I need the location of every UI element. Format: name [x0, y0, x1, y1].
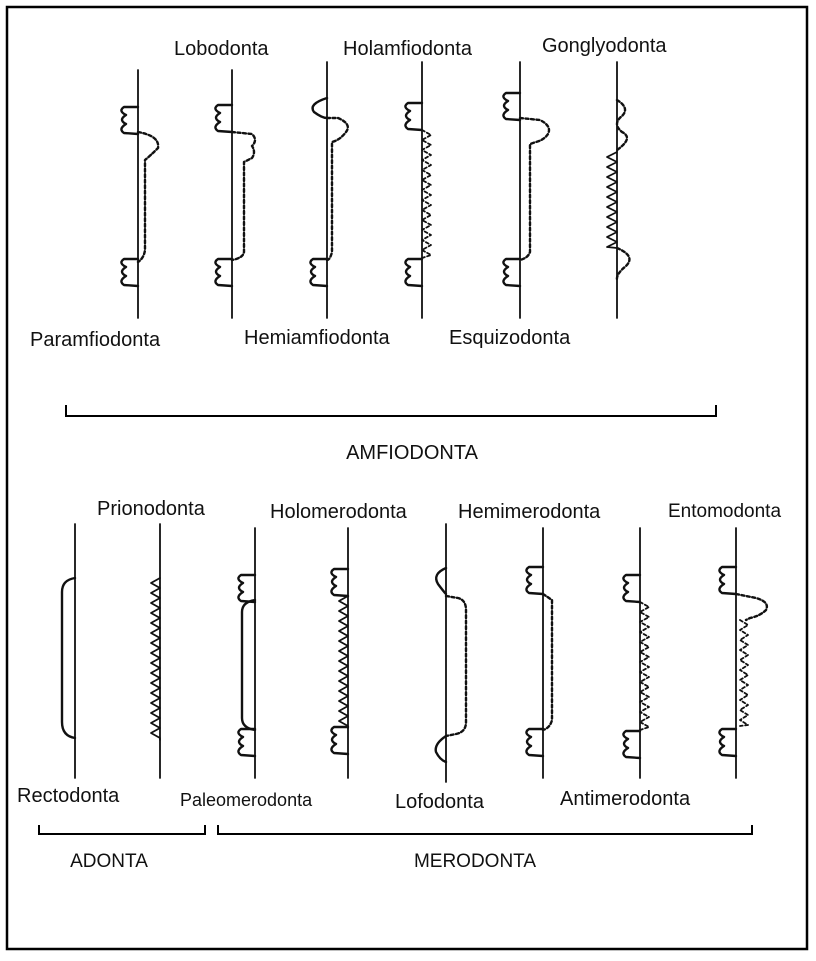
- profile-lobodonta-posterior-teeth: [215, 259, 232, 286]
- lower-profiles: [62, 524, 767, 782]
- profile-gonglyodonta-anterior: [617, 100, 627, 150]
- label-holomerodonta: Holomerodonta: [270, 501, 408, 523]
- profile-holamfiodonta-lateral: [327, 118, 348, 260]
- group-label-amfiodonta: AMFIODONTA: [346, 442, 479, 464]
- profile-gonglyodonta-posterior: [617, 248, 630, 280]
- profile-paleomerodonta-lateral: [242, 600, 255, 730]
- label-hemimerodonta: Hemimerodonta: [458, 501, 601, 523]
- profile-paramfiodonta-lateral: [138, 132, 158, 262]
- label-lobodonta: Lobodonta: [174, 38, 269, 60]
- profile-antimerodonta-lateral: [640, 602, 649, 730]
- label-paleomerodonta: Paleomerodonta: [180, 790, 313, 810]
- profile-hemimerodonta-posterior-teeth: [526, 729, 543, 756]
- label-lofodonta: Lofodonta: [395, 791, 485, 813]
- profile-holamfiodonta-posterior-teeth: [310, 259, 327, 286]
- profile-lofodonta-posterior: [436, 736, 446, 762]
- merodonta-bracket: [218, 825, 752, 834]
- profile-paramfiodonta-posterior-teeth: [121, 259, 138, 286]
- profile-hemimerodonta-lateral: [543, 594, 552, 730]
- label-antimerodonta: Antimerodonta: [560, 788, 691, 810]
- profile-lobodonta-anterior-teeth: [215, 105, 232, 132]
- profile-antimerodonta-posterior-teeth: [623, 731, 640, 758]
- profile-entomodonta-posterior-teeth: [719, 729, 736, 756]
- profile-entomodonta-lateral: [740, 620, 748, 726]
- profile-hemiamfiodonta-anterior-teeth: [405, 103, 422, 130]
- profile-hemiamfiodonta-posterior-teeth: [405, 259, 422, 286]
- label-gonglyodonta: Gonglyodonta: [542, 35, 667, 57]
- profile-antimerodonta-anterior-teeth: [623, 575, 640, 602]
- group-label-adonta: ADONTA: [70, 851, 148, 872]
- profile-entomodonta-anterior-teeth: [719, 567, 736, 594]
- profile-paleomerodonta-posterior-teeth: [238, 729, 255, 756]
- profile-esquizodonta-posterior-teeth: [503, 259, 520, 286]
- profile-lobodonta-lateral: [232, 132, 255, 260]
- profile-holomerodonta-anterior-teeth: [331, 569, 348, 596]
- profile-holamfiodonta-anterior: [313, 98, 327, 118]
- profile-holomerodonta-posterior-teeth: [331, 727, 348, 754]
- profile-prionodonta-lateral: [151, 578, 160, 740]
- amfiodonta-profiles: [121, 62, 629, 318]
- profile-paleomerodonta-anterior-teeth: [238, 575, 255, 602]
- profile-hemimerodonta-anterior-teeth: [526, 567, 543, 594]
- group-label-merodonta: MERODONTA: [414, 851, 536, 872]
- label-hemiamfiodonta: Hemiamfiodonta: [244, 327, 391, 349]
- label-paramfiodonta: Paramfiodonta: [30, 329, 161, 351]
- adonta-bracket: [39, 825, 205, 834]
- profile-esquizodonta-lateral: [520, 118, 549, 260]
- profile-holomerodonta-lateral: [339, 596, 348, 728]
- profile-rectodonta-lateral: [62, 578, 75, 738]
- profile-lofodonta-anterior: [436, 568, 446, 594]
- label-esquizodonta: Esquizodonta: [449, 327, 571, 349]
- profile-gonglyodonta-lateral: [607, 152, 617, 248]
- amfiodonta-bracket: [66, 405, 716, 416]
- label-rectodonta: Rectodonta: [17, 785, 120, 807]
- label-prionodonta: Prionodonta: [97, 498, 206, 520]
- label-holamfiodonta: Holamfiodonta: [343, 38, 473, 60]
- profile-hemiamfiodonta-lateral: [422, 130, 431, 258]
- label-entomodonta: Entomodonta: [668, 501, 781, 522]
- profile-esquizodonta-anterior-teeth: [503, 93, 520, 120]
- profile-paramfiodonta-anterior-teeth: [121, 107, 138, 134]
- profile-lofodonta-lateral: [446, 596, 466, 736]
- profile-entomodonta-lobe: [736, 594, 767, 620]
